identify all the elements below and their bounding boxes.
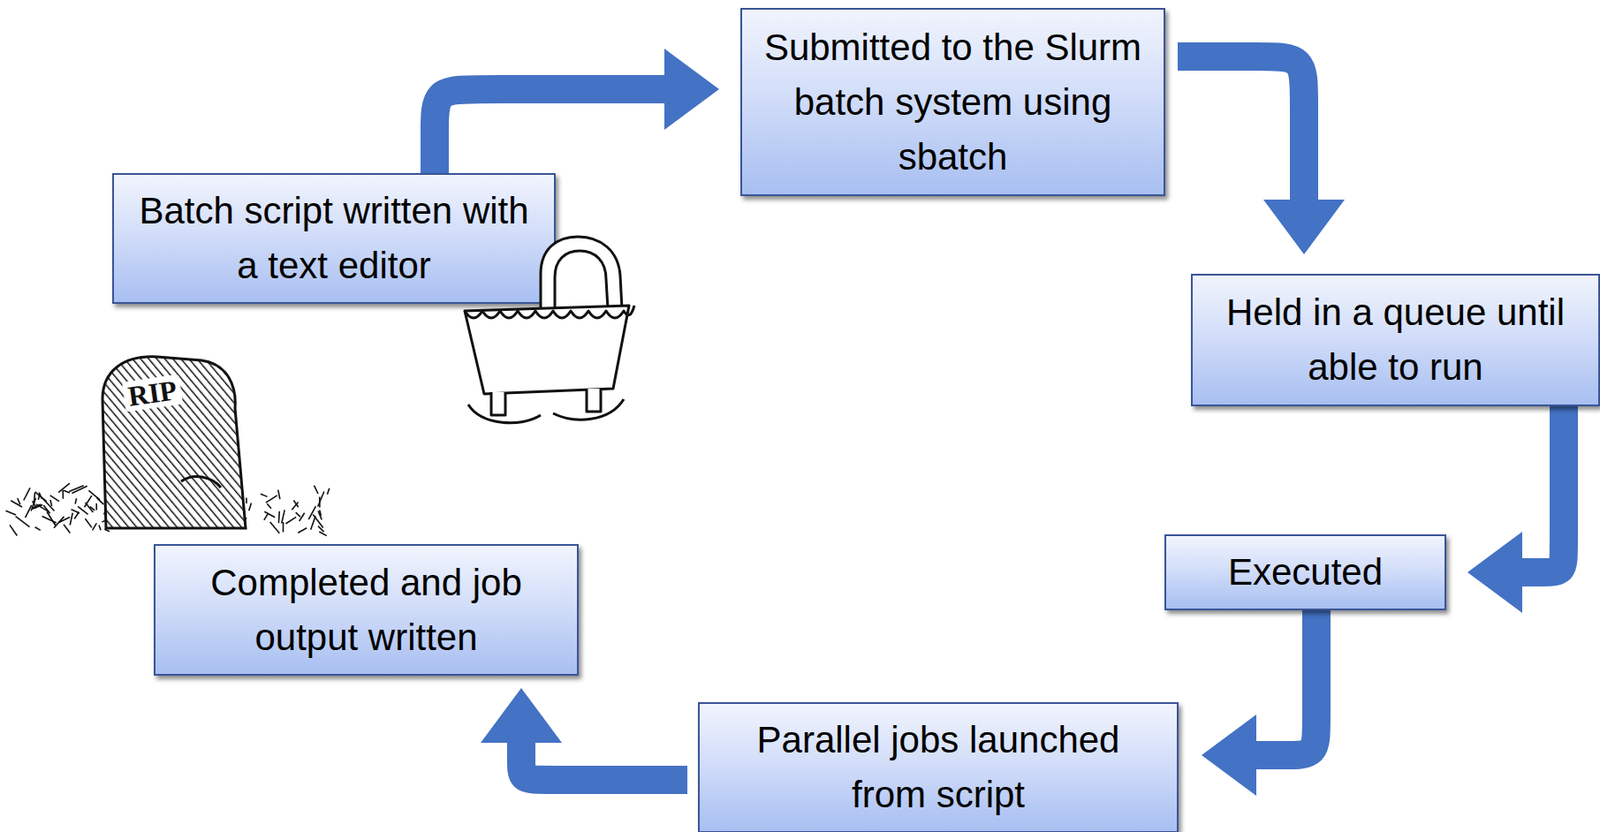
grass-stroke <box>278 490 281 501</box>
grass-stroke <box>285 516 296 524</box>
grass-stroke <box>36 504 49 512</box>
grass-stroke <box>77 506 89 515</box>
process-box: Submitted to the Slurm batch system usin… <box>740 7 1166 197</box>
grass-stroke <box>75 498 77 504</box>
grass-stroke <box>9 524 17 536</box>
grass-stroke <box>50 500 53 507</box>
grass-stroke <box>295 512 301 517</box>
grass-stroke <box>68 485 84 493</box>
grass-stroke <box>104 529 110 532</box>
process-box: Parallel jobs launched from script <box>697 702 1179 832</box>
cradle-leg <box>491 392 506 416</box>
box-label: Batch script written with a text editor <box>131 183 537 294</box>
grass-stroke <box>297 528 307 533</box>
flow-arrow <box>1177 56 1305 200</box>
grass-stroke <box>312 514 324 528</box>
grass-stroke <box>92 523 98 531</box>
cradle-rocker <box>553 399 624 420</box>
grass-stroke <box>278 511 281 524</box>
flow-arrow <box>1256 610 1317 756</box>
box-label: Executed <box>1183 545 1427 600</box>
grass-stroke <box>326 488 329 495</box>
flow-arrow <box>434 89 665 174</box>
cradle-rocker <box>468 404 541 424</box>
cradle-leg <box>586 388 601 412</box>
grass-stroke <box>245 497 248 503</box>
grass-stroke <box>35 527 41 531</box>
flow-arrow <box>1522 406 1564 573</box>
grass-stroke <box>61 490 64 500</box>
grass-stroke <box>291 501 298 510</box>
grass-stroke <box>281 509 286 524</box>
grass-stroke <box>58 483 70 493</box>
grass-stroke <box>97 498 105 505</box>
grass-stroke <box>265 495 278 503</box>
cradle-hood <box>540 236 622 310</box>
grass-stroke <box>74 512 79 520</box>
grass-stroke <box>318 526 324 533</box>
grass-stroke <box>63 524 70 534</box>
box-label: Held in a queue until able to run <box>1210 285 1581 395</box>
grass-stroke <box>318 531 327 537</box>
flow-arrow <box>521 743 688 781</box>
cradle-trim <box>464 305 635 319</box>
grass-stroke <box>282 522 285 533</box>
grass-stroke <box>69 513 73 526</box>
grass-stroke <box>6 510 17 516</box>
grass-stroke <box>84 518 91 528</box>
process-box: Executed <box>1164 534 1447 611</box>
grass-stroke <box>299 513 305 522</box>
grass-stroke <box>318 511 322 521</box>
grass-stroke <box>98 525 101 531</box>
tombstone-crack <box>181 477 221 488</box>
tombstone <box>102 356 246 529</box>
grass-stroke <box>15 516 31 528</box>
grass-stroke <box>63 490 70 493</box>
grass-stroke <box>270 522 281 534</box>
grass-stroke <box>53 516 64 529</box>
grass-stroke <box>90 507 95 511</box>
grass-stroke <box>42 515 57 524</box>
grass-stroke <box>35 492 47 502</box>
process-box: Completed and job output written <box>153 544 579 676</box>
grass-stroke <box>25 505 32 518</box>
grass-stroke <box>95 503 98 510</box>
grass-stroke <box>266 503 272 509</box>
grass-stroke <box>260 493 268 497</box>
grass-stroke <box>33 492 35 505</box>
grass-stroke <box>318 492 325 508</box>
process-box: Batch script written with a text editor <box>112 173 556 304</box>
grass-stroke <box>314 485 319 494</box>
box-label: Submitted to the Slurm batch system usin… <box>759 20 1146 185</box>
box-label: Parallel jobs launched from script <box>717 712 1160 823</box>
grass-stroke <box>249 503 252 512</box>
grass-stroke <box>310 515 316 531</box>
box-label: Completed and job output written <box>173 555 560 666</box>
grass-stroke <box>264 513 269 521</box>
cradle-hood-inner <box>554 250 608 310</box>
grass-stroke <box>17 498 21 505</box>
grass-stroke <box>23 487 31 501</box>
cradle-basket <box>464 305 630 395</box>
grass-stroke <box>50 495 60 502</box>
process-box: Held in a queue until able to run <box>1190 273 1600 407</box>
